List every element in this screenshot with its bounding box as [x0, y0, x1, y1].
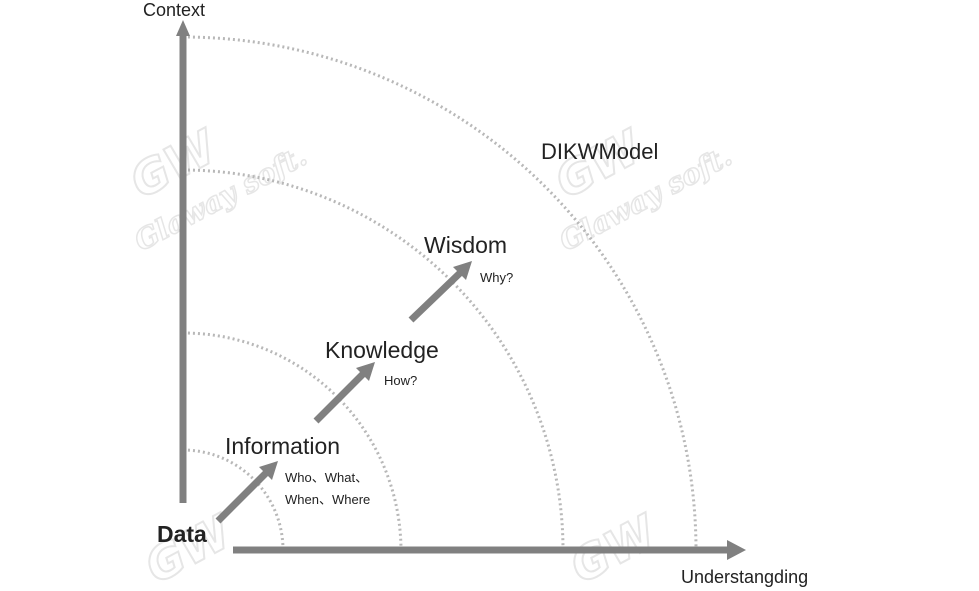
stage-wisdom-sub: Why? [480, 270, 513, 285]
arrow-information-to-knowledge [313, 371, 366, 424]
progression-arrows [215, 261, 472, 524]
stage-knowledge-sub: How? [384, 373, 417, 388]
stage-information-sub-2: When、Where [285, 492, 370, 507]
stage-information-sub-1: Who、What、 [285, 470, 368, 485]
arrow-information-to-knowledge-head [356, 362, 375, 381]
stage-data-label: Data [157, 521, 207, 547]
arc-outer [182, 35, 698, 551]
arrow-data-to-information-head [259, 461, 278, 480]
diagram-title: DIKWModel [541, 139, 658, 164]
watermark-left: GW Glaway soft. [120, 118, 313, 259]
arrow-data-to-information [215, 470, 269, 524]
arrow-knowledge-to-wisdom [408, 270, 463, 323]
arc-information [182, 448, 285, 551]
y-axis-arrowhead [176, 20, 190, 36]
stage-knowledge-label: Knowledge [325, 337, 439, 363]
stage-information-label: Information [225, 433, 340, 459]
arrow-knowledge-to-wisdom-head [453, 261, 472, 280]
x-axis-arrowhead [727, 540, 746, 560]
watermark-right: GW Glaway soft. [545, 118, 738, 259]
y-axis-label: Context [143, 0, 205, 20]
stage-wisdom-label: Wisdom [424, 232, 507, 258]
x-axis-label: Understangding [681, 567, 808, 587]
